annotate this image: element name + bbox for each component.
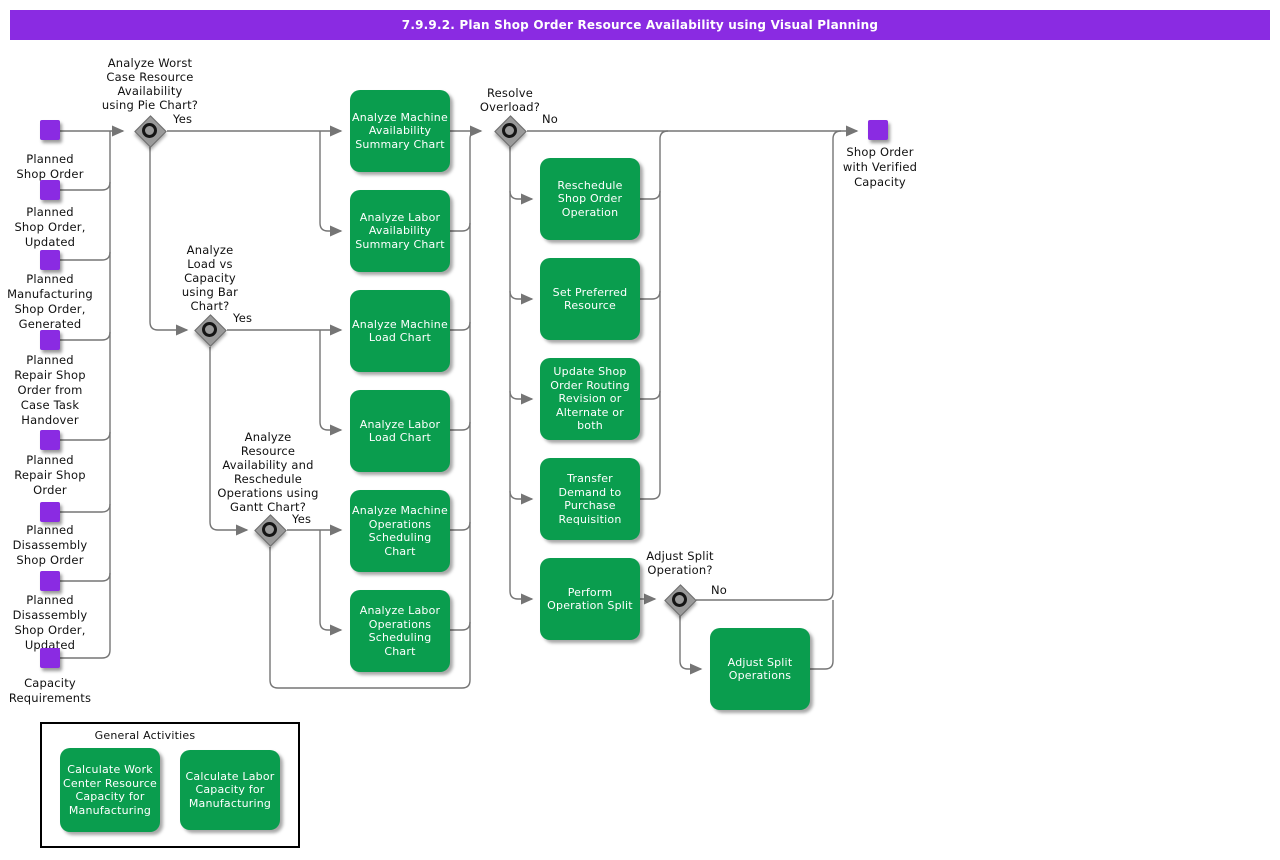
decision-resolve-overload (494, 115, 527, 148)
event-shop-order-with-verified-capacity[interactable] (868, 120, 888, 140)
decision-adjust-split-operation-question: Adjust Split Operation? (646, 549, 714, 577)
activity-adjust-split-operations[interactable]: Adjust Split Operations (710, 628, 810, 710)
decision-circle-icon (262, 522, 277, 537)
event-planned-repair-shop-order[interactable] (40, 430, 60, 450)
decision-resolve-overload-answer: No (542, 112, 559, 126)
decision-resolve-overload-question: Resolve Overload? (479, 86, 541, 114)
activity-analyze-labor-availability-summary-chart[interactable]: Analyze Labor Availability Summary Chart (350, 190, 450, 272)
decision-gantt-chart (254, 514, 287, 547)
decision-gantt-chart-answer: Yes (292, 512, 312, 526)
activity-label: Adjust Split Operations (727, 655, 793, 683)
activity-transfer-demand-to-purchase-requisition[interactable]: Transfer Demand to Purchase Requisition (540, 458, 640, 540)
activity-analyze-machine-operations-scheduling-chart[interactable]: Analyze Machine Operations Scheduling Ch… (350, 490, 450, 572)
event-planned-shop-order[interactable] (40, 120, 60, 140)
activity-label: Analyze Machine Operations Scheduling Ch… (352, 504, 448, 558)
event-planned-shop-order-updated-label: Planned Shop Order, Updated (14, 205, 86, 249)
diagram-title: 7.9.9.2. Plan Shop Order Resource Availa… (401, 18, 879, 32)
event-planned-shop-order-label: Planned Shop Order (16, 152, 84, 181)
event-planned-repair-shop-order-from-case-task-handover[interactable] (40, 330, 60, 350)
activity-label: Reschedule Shop Order Operation (557, 178, 623, 219)
general-activities-title: General Activities (94, 729, 196, 742)
decision-gantt-chart-question: Analyze Resource Availability and Resche… (217, 430, 319, 514)
decision-bar-chart (194, 314, 227, 347)
activity-label: Analyze Machine Load Chart (352, 317, 448, 345)
event-planned-manufacturing-shop-order-generated-label: Planned Manufacturing Shop Order, Genera… (7, 272, 93, 331)
decision-circle-icon (502, 123, 517, 138)
activity-perform-operation-split[interactable]: Perform Operation Split (540, 558, 640, 640)
activity-analyze-labor-load-chart[interactable]: Analyze Labor Load Chart (350, 390, 450, 472)
event-planned-shop-order-updated[interactable] (40, 180, 60, 200)
event-shop-order-with-verified-capacity-label: Shop Order with Verified Capacity (842, 145, 918, 189)
activity-label: Perform Operation Split (547, 585, 633, 613)
activity-label: Calculate Labor Capacity for Manufacturi… (185, 769, 275, 810)
activity-label: Analyze Machine Availability Summary Cha… (352, 110, 448, 151)
decision-pie-chart-question: Analyze Worst Case Resource Availability… (101, 56, 199, 112)
event-planned-disassembly-shop-order[interactable] (40, 502, 60, 522)
decision-circle-icon (202, 322, 217, 337)
decision-pie-chart (134, 115, 167, 148)
activity-analyze-machine-load-chart[interactable]: Analyze Machine Load Chart (350, 290, 450, 372)
event-planned-disassembly-shop-order-label: Planned Disassembly Shop Order (12, 523, 88, 567)
diagram-title-bar: 7.9.9.2. Plan Shop Order Resource Availa… (10, 10, 1270, 40)
event-planned-manufacturing-shop-order-generated[interactable] (40, 250, 60, 270)
activity-label: Analyze Labor Operations Scheduling Char… (359, 604, 441, 658)
activity-label: Set Preferred Resource (552, 285, 628, 313)
activity-analyze-machine-availability-summary-chart[interactable]: Analyze Machine Availability Summary Cha… (350, 90, 450, 172)
activity-label: Analyze Labor Load Chart (359, 417, 441, 445)
activity-analyze-labor-operations-scheduling-chart[interactable]: Analyze Labor Operations Scheduling Char… (350, 590, 450, 672)
decision-adjust-split-operation-answer: No (711, 583, 728, 597)
activity-calculate-labor-capacity[interactable]: Calculate Labor Capacity for Manufacturi… (180, 750, 280, 830)
event-planned-disassembly-shop-order-updated[interactable] (40, 571, 60, 591)
decision-bar-chart-answer: Yes (233, 311, 253, 325)
decision-pie-chart-answer: Yes (173, 112, 193, 126)
event-capacity-requirements[interactable] (40, 648, 60, 668)
activity-label: Analyze Labor Availability Summary Chart (355, 210, 445, 251)
activity-label: Update Shop Order Routing Revision or Al… (550, 365, 630, 433)
activity-update-shop-order-routing-revision[interactable]: Update Shop Order Routing Revision or Al… (540, 358, 640, 440)
decision-circle-icon (672, 592, 687, 607)
event-planned-disassembly-shop-order-updated-label: Planned Disassembly Shop Order, Updated (12, 593, 88, 652)
decision-adjust-split-operation (664, 584, 697, 617)
event-planned-repair-shop-order-from-case-task-handover-label: Planned Repair Shop Order from Case Task… (14, 353, 86, 427)
decision-bar-chart-question: Analyze Load vs Capacity using Bar Chart… (181, 243, 239, 313)
event-capacity-requirements-label: Capacity Requirements (8, 676, 92, 705)
activity-set-preferred-resource[interactable]: Set Preferred Resource (540, 258, 640, 340)
activity-reschedule-shop-order-operation[interactable]: Reschedule Shop Order Operation (540, 158, 640, 240)
event-planned-repair-shop-order-label: Planned Repair Shop Order (14, 453, 86, 497)
activity-label: Calculate Work Center Resource Capacity … (63, 763, 157, 817)
activity-calculate-work-center-resource-capacity[interactable]: Calculate Work Center Resource Capacity … (60, 748, 160, 832)
activity-label: Transfer Demand to Purchase Requisition (558, 472, 622, 526)
decision-circle-icon (142, 123, 157, 138)
